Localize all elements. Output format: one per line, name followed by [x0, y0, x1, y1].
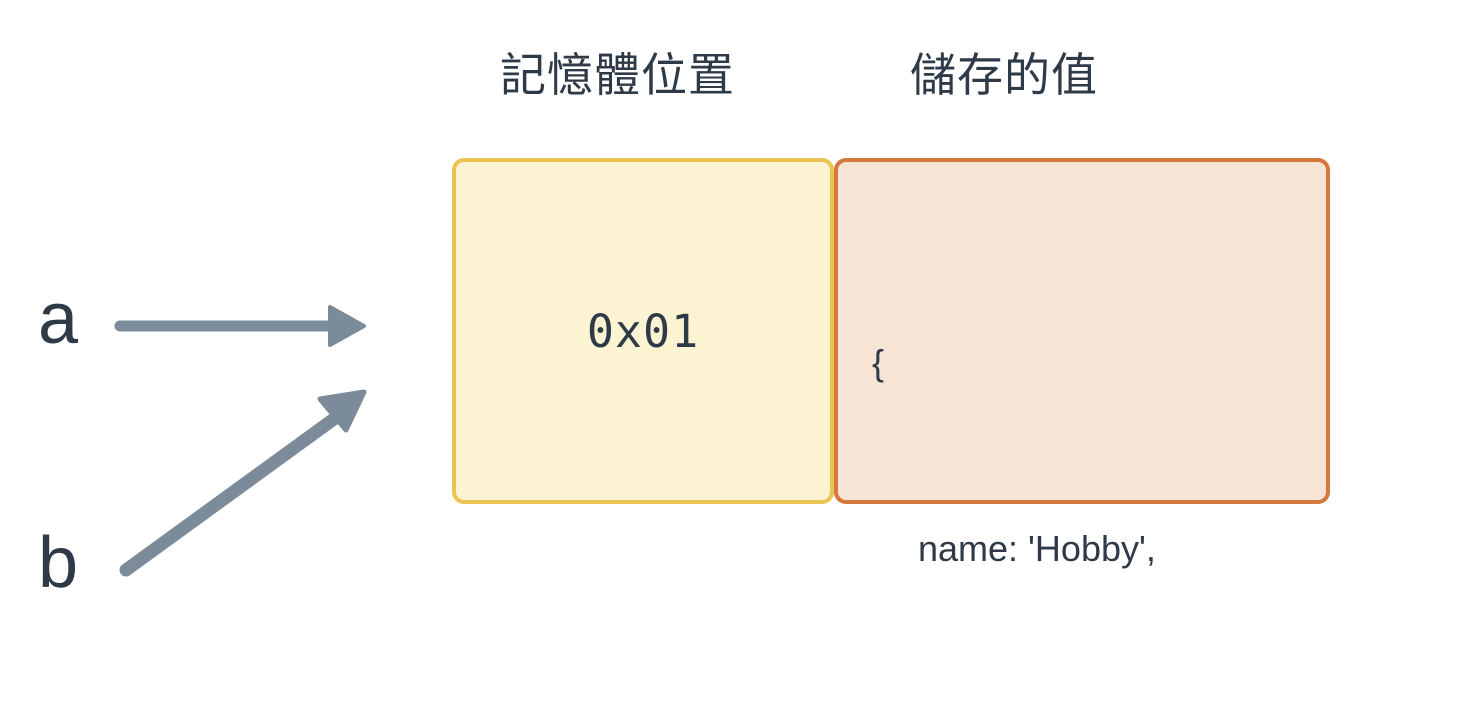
memory-address-value: 0x01 [586, 304, 700, 358]
pointer-arrow-b-line [119, 409, 345, 577]
variable-label-b: b [38, 523, 79, 603]
variable-label-a: a [38, 279, 79, 359]
memory-address-cell: 0x01 [452, 158, 834, 504]
pointer-arrow-b [119, 389, 367, 577]
column-header-stored-value: 儲存的值 [910, 49, 1098, 101]
object-property-name: name: 'Hobby', [918, 528, 1156, 569]
object-open-brace: { [872, 342, 885, 383]
stored-value-cell: { name: 'Hobby', gender: 'female' } [834, 158, 1330, 716]
pointer-arrow-b-head [317, 389, 367, 433]
pointer-arrow-a [114, 305, 366, 347]
stored-value-object: { name: 'Hobby', gender: 'female' } [872, 208, 1172, 716]
object-property-gender: gender: 'female' [872, 704, 1172, 716]
pointer-arrow-a-head [328, 305, 366, 347]
column-header-memory-address: 記憶體位置 [500, 49, 735, 101]
